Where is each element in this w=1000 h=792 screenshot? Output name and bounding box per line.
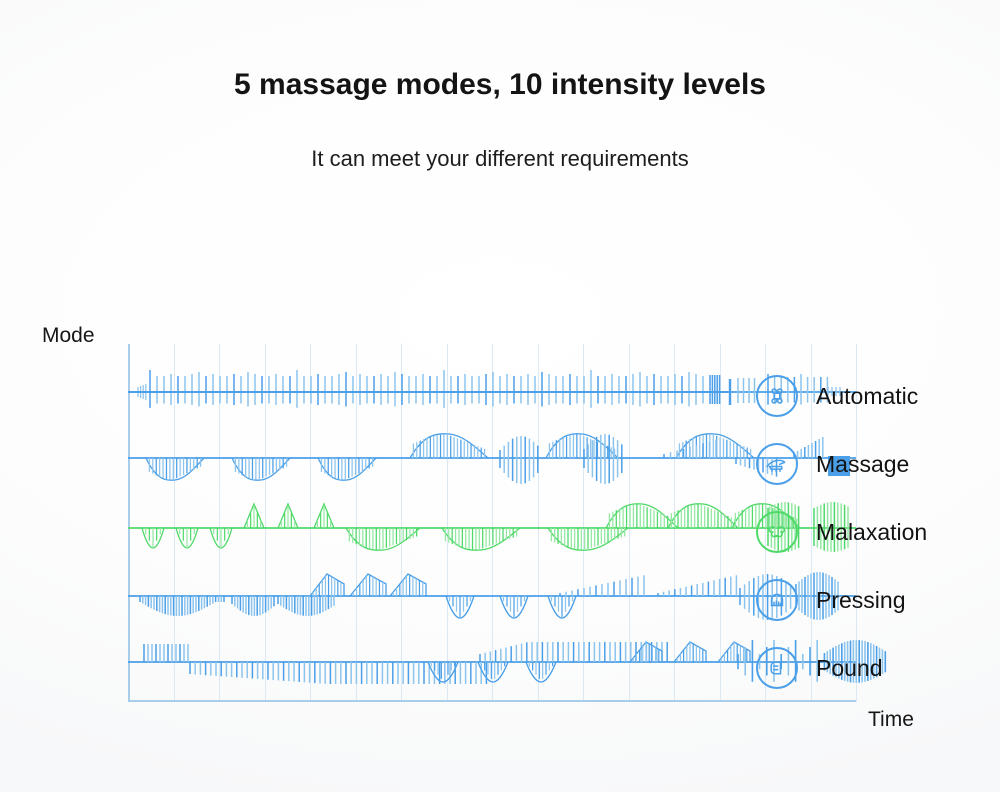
x-axis-label: Time	[868, 708, 914, 731]
gridline	[492, 344, 493, 702]
legend-item-malaxation[interactable]: Malaxation	[756, 510, 927, 554]
gridline	[173, 344, 175, 702]
gridline	[310, 344, 311, 702]
waveform-malaxation	[128, 502, 856, 552]
kneading-hand-icon	[756, 443, 798, 485]
waveform-massage	[128, 433, 856, 484]
gridline	[446, 344, 448, 702]
legend-item-pressing[interactable]: Pressing	[756, 578, 905, 622]
waveform-row-pound	[128, 630, 887, 694]
gridline	[401, 344, 402, 702]
command-clover-icon	[756, 375, 798, 417]
gridline	[219, 344, 220, 702]
gridline	[537, 344, 539, 702]
legend-label-pressing: Pressing	[816, 586, 906, 613]
waveform-rows	[128, 344, 887, 702]
legend-item-automatic[interactable]: Automatic	[756, 374, 918, 418]
waveform-automatic	[128, 370, 856, 408]
waveform-row-automatic	[128, 360, 856, 424]
legend-item-massage[interactable]: Massage	[756, 442, 909, 486]
y-axis-line	[128, 344, 130, 702]
legend-label-malaxation: Malaxation	[816, 518, 928, 545]
y-axis-label: Mode	[42, 324, 95, 347]
page-title: 5 massage modes, 10 intensity levels	[234, 68, 766, 101]
waveform-pressing	[128, 572, 856, 620]
press-hand-icon	[756, 579, 798, 621]
gridline	[355, 344, 357, 702]
page-subtitle: It can meet your different requirements	[311, 146, 689, 171]
waveform-row-massage	[128, 426, 856, 490]
legend-label-automatic: Automatic	[816, 382, 919, 409]
gridline	[628, 344, 630, 702]
gridline	[719, 344, 721, 702]
legend-label-pound: Pound	[816, 654, 883, 681]
double-swirl-icon	[756, 511, 798, 553]
mode-waveform-chart	[128, 344, 887, 702]
legend-label-massage: Massage	[816, 450, 910, 477]
gridline	[856, 344, 857, 702]
fist-pound-icon	[756, 647, 798, 689]
gridline	[583, 344, 584, 702]
waveform-row-malaxation	[128, 496, 856, 560]
legend-item-pound[interactable]: Pound	[756, 646, 883, 690]
waveform-row-pressing	[128, 564, 856, 628]
gridline	[810, 344, 812, 702]
mode-legend: Automatic Massage Malaxat	[756, 360, 1000, 690]
gridline	[264, 344, 266, 702]
waveform-pound	[128, 640, 887, 684]
x-axis-line	[128, 700, 856, 702]
